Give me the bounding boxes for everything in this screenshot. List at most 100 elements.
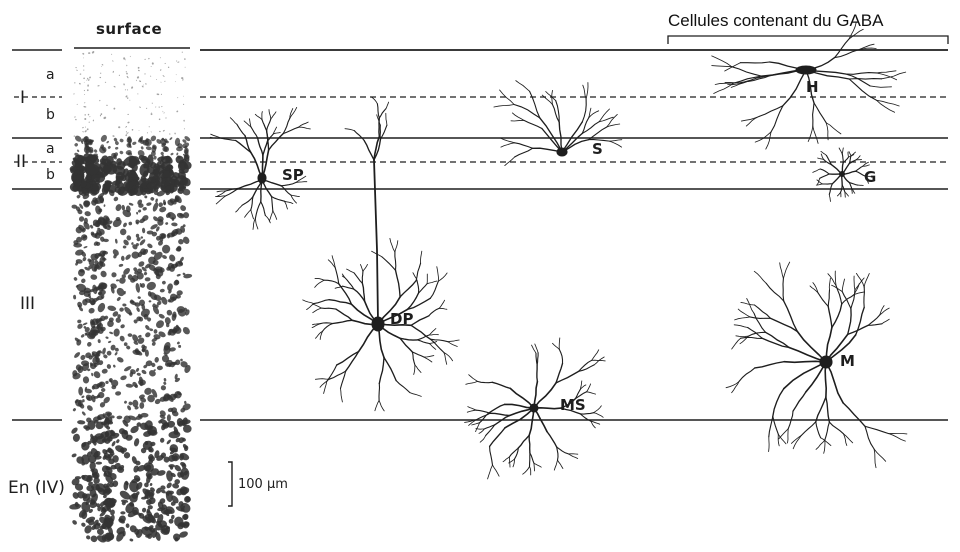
stain-blob <box>164 81 165 82</box>
stain-blob <box>177 61 179 63</box>
stain-blob <box>163 112 164 114</box>
dendrite <box>337 351 359 365</box>
cell-label-H: H <box>806 80 819 95</box>
dendrite <box>416 263 420 280</box>
dendrite <box>846 74 870 86</box>
dendrite <box>523 466 530 474</box>
dendrite <box>842 279 844 291</box>
dendrite <box>237 124 245 135</box>
stain-blob <box>118 126 120 128</box>
dendrite <box>284 201 287 209</box>
neuron-H-soma <box>796 66 816 74</box>
stain-blob <box>136 80 137 82</box>
dendrite <box>430 339 444 352</box>
dendrite <box>429 329 436 336</box>
stain-blob <box>90 274 98 280</box>
stain-blob <box>118 514 127 523</box>
stain-blob <box>171 222 178 226</box>
stain-blob <box>137 209 141 213</box>
stain-blob <box>161 280 166 285</box>
dendrite <box>832 285 843 291</box>
dendrite <box>281 186 291 195</box>
stain-blob <box>126 132 129 134</box>
dendrite <box>739 368 755 382</box>
dendrite <box>755 132 771 142</box>
dendrite <box>712 66 732 67</box>
dendrite <box>874 449 886 461</box>
dendrite <box>816 440 825 449</box>
stain-blob <box>142 228 146 234</box>
dendrite <box>448 340 459 342</box>
dendrite <box>835 39 849 58</box>
stain-blob <box>181 77 183 79</box>
stain-blob <box>83 376 90 384</box>
dendrite <box>379 109 386 118</box>
stain-blob <box>146 146 153 151</box>
stain-blob <box>127 97 129 99</box>
stain-blob <box>156 79 157 80</box>
stain-blob <box>116 279 119 281</box>
stain-blob <box>82 256 87 261</box>
dendrite <box>364 140 374 160</box>
stain-blob <box>82 53 84 55</box>
stain-blob <box>133 438 140 447</box>
stain-blob <box>93 149 98 154</box>
dendrite <box>559 349 562 363</box>
stain-blob <box>73 276 78 281</box>
dendrite <box>557 447 569 454</box>
stain-blob <box>82 131 84 133</box>
dendrite <box>255 202 260 218</box>
stain-blob <box>86 128 88 130</box>
stain-blob <box>176 74 177 75</box>
stain-blob <box>170 152 174 156</box>
dendrite <box>379 358 384 384</box>
stain-blob <box>101 388 106 392</box>
dendrite <box>559 338 560 349</box>
stain-blob <box>165 117 166 118</box>
stain-blob <box>111 54 112 55</box>
stain-blob <box>74 116 76 117</box>
stain-blob <box>183 120 185 122</box>
cell-label-DP: DP <box>390 312 413 327</box>
stain-blob <box>143 85 144 86</box>
dendrite <box>532 345 537 353</box>
dendrite <box>448 342 457 347</box>
dendrite <box>824 440 825 453</box>
dendrite <box>825 422 830 440</box>
stain-blob <box>87 78 88 80</box>
stain-blob <box>84 114 86 115</box>
stain-blob <box>82 200 90 209</box>
stain-blob <box>129 100 130 101</box>
stain-blob <box>154 357 159 363</box>
stain-blob <box>163 199 167 205</box>
dendrite <box>558 460 563 468</box>
dendrite <box>518 435 529 448</box>
dendrite <box>216 196 225 204</box>
dendrite <box>808 126 813 141</box>
stain-blob <box>112 71 114 73</box>
dendrite <box>524 120 542 128</box>
dendrite <box>262 120 267 131</box>
neurons <box>210 22 907 479</box>
stain-blob <box>113 328 120 337</box>
dendrite <box>515 148 533 157</box>
dendrite <box>586 83 588 100</box>
stain-blob <box>182 79 184 81</box>
dendrite <box>251 127 258 138</box>
stain-blob <box>105 336 109 339</box>
dendrite <box>848 152 849 157</box>
stain-blob <box>78 216 85 223</box>
stain-blob <box>133 465 140 473</box>
stain-blob <box>180 468 189 480</box>
stain-blob <box>116 296 121 301</box>
dendrite <box>336 309 352 320</box>
dendrite <box>509 457 510 467</box>
dendrite <box>267 131 269 150</box>
stain-blob <box>88 121 90 123</box>
dendrite <box>429 344 436 350</box>
dendrite <box>864 287 865 307</box>
stain-blob <box>176 60 177 61</box>
stain-blob <box>73 351 81 359</box>
dendrite <box>788 429 789 443</box>
stain-blob <box>99 270 108 279</box>
